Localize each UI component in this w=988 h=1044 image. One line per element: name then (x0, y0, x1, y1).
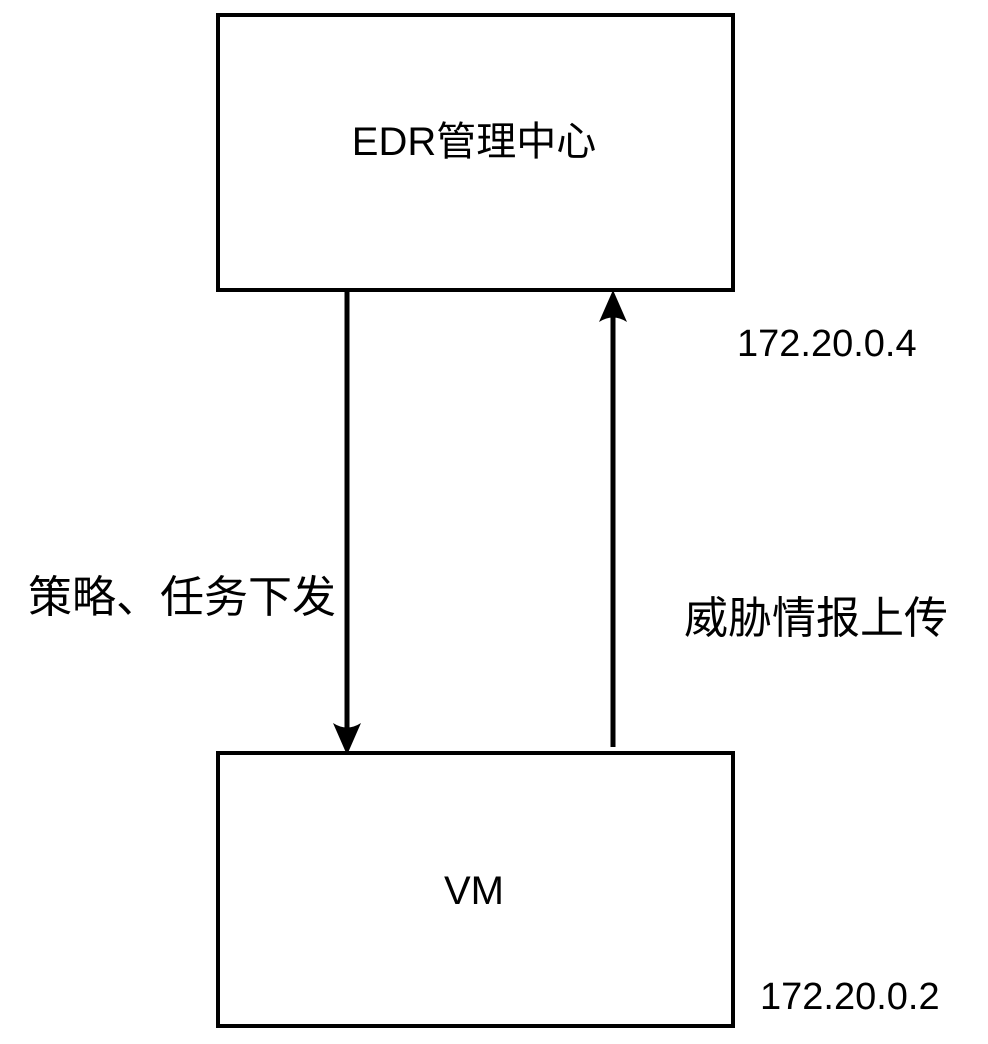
edge-threat-intel-up (599, 290, 627, 747)
arrowhead-down-icon (333, 723, 361, 755)
edge-up-label: 威胁情报上传 (684, 594, 948, 643)
node-vm-box (216, 751, 735, 1028)
edge-down-label: 策略、任务下发 (28, 573, 336, 622)
node-edr-box (216, 13, 735, 292)
edge-policy-task-down (333, 292, 361, 755)
ip-label-vm: 172.20.0.2 (760, 976, 940, 1018)
ip-label-edr: 172.20.0.4 (737, 323, 917, 365)
arrowhead-up-icon (599, 290, 627, 322)
node-edr-label: EDR管理中心 (352, 120, 596, 164)
node-vm-label: VM (444, 869, 504, 913)
